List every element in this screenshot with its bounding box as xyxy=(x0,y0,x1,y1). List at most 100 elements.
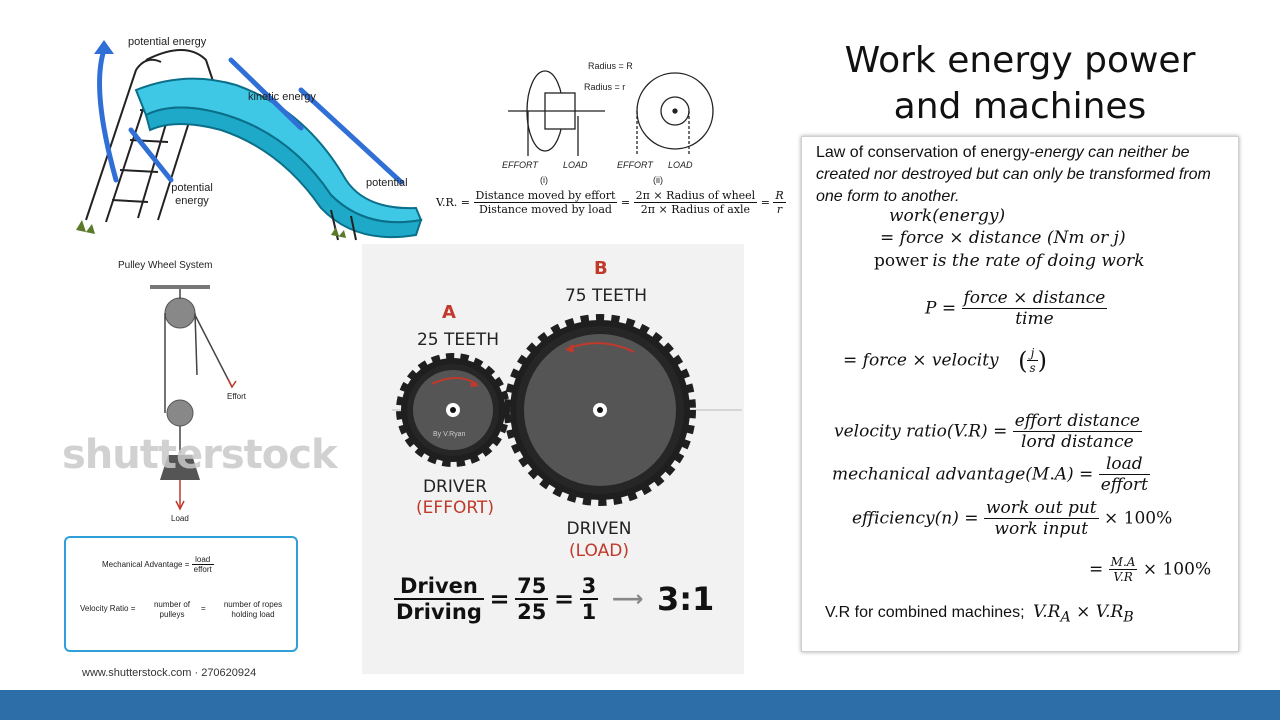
vr-eq-1: = xyxy=(620,196,631,209)
p-vel: = force × velocity xyxy=(843,350,999,371)
vr-f1-den: Distance moved by load xyxy=(478,203,612,216)
label-ii: (ii) xyxy=(653,175,663,185)
eff2-num: M.A xyxy=(1108,555,1138,570)
label-effort-2: EFFORT xyxy=(617,160,653,170)
page-title-line2: and machines xyxy=(893,86,1147,127)
eff-den: work input xyxy=(994,519,1089,539)
p-num: force × distance xyxy=(961,288,1108,309)
pulley-effort-label: Effort xyxy=(227,392,246,401)
label-load-2: LOAD xyxy=(668,160,693,170)
eff-pct: × 100% xyxy=(1104,508,1173,529)
p-unit-den: s xyxy=(1029,361,1036,375)
label-kinetic: kinetic energy xyxy=(248,91,316,103)
vr-den: lord distance xyxy=(1021,432,1134,452)
page-title: Work energy power and machines xyxy=(800,38,1240,130)
vr-f3-den: r xyxy=(776,203,783,216)
label-radius-r: Radius = r xyxy=(584,82,626,92)
law-prefix: Law of conservation of energy- xyxy=(816,144,1035,161)
notes-box xyxy=(801,136,1239,652)
gear-b-letter: B xyxy=(594,258,608,279)
vr-f1-num: Distance moved by effort xyxy=(473,189,618,203)
p-den: time xyxy=(1015,309,1054,329)
bottom-bar xyxy=(0,690,1280,720)
pulley-vr-eq: = xyxy=(201,604,206,613)
pulley-ma-label: Mechanical Advantage = xyxy=(102,560,190,569)
vr-label: V.R. = xyxy=(436,196,471,209)
gear-driver-label: DRIVER xyxy=(422,477,488,497)
power-def: is the rate of doing work xyxy=(932,251,1145,271)
pulley-load-label: Load xyxy=(171,514,189,523)
ratio-d1: 25 xyxy=(517,600,547,624)
label-i: (i) xyxy=(540,175,548,185)
power-word: power xyxy=(874,251,928,271)
eff2-den: V.R xyxy=(1113,570,1133,584)
eff-lhs: efficiency(n) = xyxy=(852,508,979,529)
pulley-vr-b: number of ropes holding load xyxy=(223,600,283,619)
work-line-2: = force × distance (Nm or j) xyxy=(880,228,1126,248)
shutterstock-footer: www.shutterstock.com · 270620924 xyxy=(82,667,257,679)
ratio-d2: 1 xyxy=(581,600,597,624)
ma-num: load xyxy=(1098,454,1151,475)
vr-f3-num: R xyxy=(773,189,786,203)
power-line: power is the rate of doing work xyxy=(874,251,1145,271)
vr-f2-num: 2π × Radius of wheel xyxy=(633,189,758,203)
label-radius-R: Radius = R xyxy=(588,61,633,71)
law-statement: energy can neither be created nor destro… xyxy=(816,144,1211,205)
label-load-1: LOAD xyxy=(563,160,588,170)
gear-diagram xyxy=(362,244,744,584)
gear-driven-label: DRIVEN xyxy=(566,519,632,539)
pulley-ma-num: load xyxy=(191,555,214,565)
gear-credit: By V.Ryan xyxy=(433,431,466,438)
pulley-vr-label: Velocity Ratio = xyxy=(80,604,136,613)
gear-a-teeth: 25 TEETH xyxy=(416,330,500,350)
pulley-diagram xyxy=(140,275,260,515)
vr-lhs: velocity ratio(V.R) = xyxy=(834,421,1008,442)
ratio-n2: 3 xyxy=(579,574,599,600)
slide-energy-diagram xyxy=(76,30,436,245)
ratio-n1: 75 xyxy=(515,574,549,600)
eff2-eq: = xyxy=(1089,559,1104,580)
page-title-line1: Work energy power xyxy=(844,40,1196,81)
pulley-ma-den: effort xyxy=(193,565,212,574)
label-potential-left: potential energy xyxy=(171,182,213,207)
combined-sub-a: A xyxy=(1060,609,1071,626)
shutterstock-watermark: shutterstock xyxy=(62,432,338,478)
ratio-eq-2: = xyxy=(553,585,575,613)
combined-vr-a: V.R xyxy=(1032,602,1061,622)
ma-lhs: mechanical advantage(M.A) = xyxy=(832,464,1094,485)
gear-b-teeth: 75 TEETH xyxy=(564,286,648,306)
ratio-driving: Driving xyxy=(396,600,482,624)
gear-a-letter: A xyxy=(442,302,456,323)
vr-num: effort distance xyxy=(1012,411,1142,432)
combined-sub-b: B xyxy=(1123,609,1134,626)
wheel-axle-diagram xyxy=(500,56,720,186)
p-lhs: P = xyxy=(925,298,957,319)
work-line-1: work(energy) xyxy=(889,206,1006,226)
vr-eq-2: = xyxy=(760,196,770,209)
gear-effort-label: (EFFORT) xyxy=(416,498,494,518)
ratio-driven: Driven xyxy=(394,574,484,600)
combined-vr: V.R for combined machines; V.RA × V.RB xyxy=(825,602,1134,625)
label-effort-1: EFFORT xyxy=(502,160,538,170)
pulley-title: Pulley Wheel System xyxy=(118,260,213,271)
label-potential-right: potential xyxy=(366,177,408,189)
label-potential-top: potential energy xyxy=(128,36,207,48)
vr-f2-den: 2π × Radius of axle xyxy=(640,203,751,216)
ratio-eq-1: = xyxy=(489,585,510,613)
ma-den: effort xyxy=(1100,475,1149,495)
pulley-formula-box xyxy=(64,536,298,652)
gear-load-label: (LOAD) xyxy=(569,541,629,561)
eff-num: work out put xyxy=(983,498,1099,519)
pulley-vr-a: number of pulleys xyxy=(153,600,191,619)
ratio-result: 3:1 xyxy=(656,580,715,618)
p-unit-num: j xyxy=(1027,346,1038,361)
conservation-law: Law of conservation of energy-energy can… xyxy=(816,142,1228,208)
